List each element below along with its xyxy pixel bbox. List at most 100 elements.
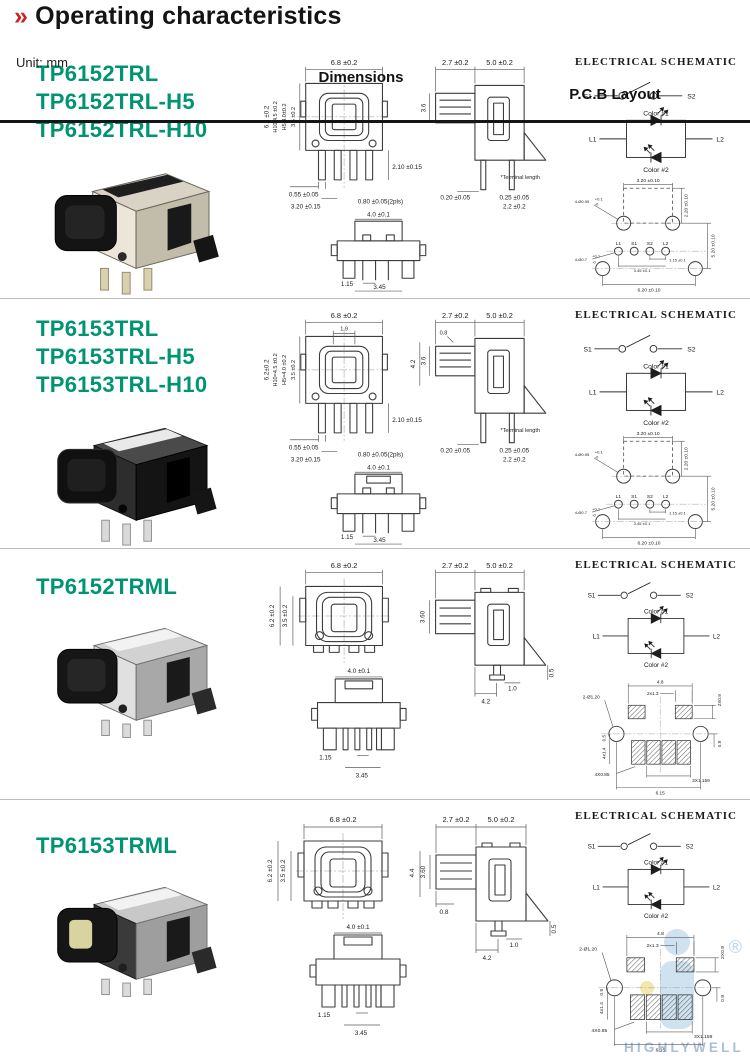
hole-label: 4-Ø0.95 (575, 452, 590, 457)
front-view: 6.8 ±0.2 6.2 ±0.2 3.5 ±0.2 (267, 815, 390, 919)
dim-label: 2x1.3 (647, 943, 659, 949)
dim-label: 6.20 ±0.10 (637, 540, 660, 546)
dim-label: 2.7 ±0.2 (442, 561, 469, 570)
section-tp6153trl: TP6153TRL TP6153TRL-H5 TP6153TRL-H10 (0, 301, 750, 548)
dim-label: 3.6 (421, 103, 428, 112)
dim-label: 1.15 (319, 755, 332, 762)
front-view: 6.8 ±0.2 1.9 6.2±0.2 H10=4.5 ±0.2 H5=4.0… (263, 311, 422, 464)
title-bullet-icon: » (14, 2, 29, 30)
label-color1: Color #1 (643, 110, 669, 117)
dim-label: 4x1.4 (602, 747, 607, 759)
model-name: TP6153TRL-H5 (36, 344, 195, 369)
dim-label: 0.55 ±0.05 (289, 445, 319, 452)
dim-label: 2X0.9 (717, 694, 722, 707)
page-title: »Operating characteristics (14, 2, 750, 31)
side-view: 2.7 ±0.2 5.0 ±0.2 3.6 *Terminal length 0… (421, 58, 547, 210)
label-color2: Color #2 (644, 662, 669, 669)
dim-label: 0.80 ±0.05(2pls) (358, 198, 403, 205)
dim-label: 2.2 ±0.2 (503, 456, 526, 463)
label-l1: L1 (593, 633, 601, 640)
front-view: 6.8 ±0.2 6.2 ±0.2 3.5 ±0.2 (269, 561, 391, 664)
model-list: TP6152TRL TP6152TRL-H5 TP6152TRL-H10 (36, 60, 207, 144)
pad-label: S1 (631, 241, 637, 247)
electrical-schematic: S1 S2 Color #1 L1 L2 Color #2 (584, 334, 724, 427)
dim-label: 4.0 ±0.1 (367, 211, 390, 218)
dim-label: 2.20 ±0.10 (683, 447, 689, 470)
label-color1: Color #1 (643, 363, 669, 370)
pcb-layout-smd: 4.8 2x1.3 2X0.9 2-Ø1.20 0.5 4x1.4 4X0.85… (579, 931, 726, 1054)
dim-label: 3.45 (356, 772, 369, 779)
dim-label: 6.8 ±0.2 (329, 815, 356, 824)
product-photo (57, 627, 217, 738)
note-terminal-length: *Terminal length (501, 428, 540, 434)
dim-label: 3.60 (420, 610, 427, 623)
dim-label: 4.8 (657, 679, 664, 684)
watermark-logo-dot (640, 981, 654, 995)
dim-label: 0.5 (602, 734, 607, 741)
dim-label: 3.45 (355, 1030, 368, 1037)
label-s2: S2 (686, 844, 694, 851)
dim-label: 4X0.85 (595, 772, 610, 777)
front-view: 6.8 ±0.2 6.2 ±0.2 H10:4.5 ±0.2 H5:4.0±0.… (263, 58, 422, 211)
dim-label: 3.45 ±0.1 (634, 521, 651, 526)
dim-label: 4X0.85 (592, 1028, 608, 1034)
dim-label: 5.0 ±0.2 (486, 311, 513, 320)
dim-label: 1.15 ±0.1 (669, 511, 686, 516)
model-name: TP6152TRML (36, 574, 178, 599)
label-l2: L2 (713, 884, 721, 891)
bottom-view: 4.0 ±0.1 1.15 3.45 (330, 211, 427, 292)
bottom-view: 4.0 ±0.1 1.15 3.45 (311, 668, 407, 779)
dim-label: 1.15 (318, 1012, 331, 1019)
section-separator (0, 298, 750, 299)
watermark-text: HIGHLYWELL (623, 1040, 744, 1055)
label-s2: S2 (687, 346, 696, 353)
tolerance: -0 (595, 202, 599, 207)
label-color2: Color #2 (644, 913, 669, 920)
registered-mark: ® (728, 937, 742, 957)
dim-label: 2.10 ±0.15 (392, 164, 422, 171)
pad-label: S1 (631, 494, 637, 500)
dimension-drawing: 6.8 ±0.2 1.9 6.2±0.2 H10=4.5 ±0.2 H5=4.0… (263, 311, 547, 545)
label-l2: L2 (713, 633, 721, 640)
dim-label: 1.15 (341, 534, 354, 541)
dim-label: 1.9 (340, 327, 348, 333)
label-color2: Color #2 (643, 420, 669, 427)
label-s2: S2 (686, 593, 694, 600)
dim-label: 2.10 ±0.15 (392, 417, 422, 424)
section-tp6152trl: TP6152TRL TP6152TRL-H5 TP6152TRL-H10 (0, 48, 750, 297)
model-list: TP6153TRML (36, 832, 177, 860)
label-s1: S1 (584, 346, 593, 353)
electrical-schematic: S1 S2 Color #1 L1 L2 Color #2 (584, 81, 724, 174)
dim-label: 3.20 ±0.15 (291, 456, 321, 463)
label-s1: S1 (588, 844, 596, 851)
hole-label: 4-Ø0.7 (575, 257, 588, 262)
dimension-drawing: 6.8 ±0.2 6.2 ±0.2 3.5 ±0.2 4.0 ±0.1 1 (269, 561, 555, 780)
dim-label: 3.20 ±0.10 (637, 431, 660, 437)
dim-label: 1.0 (510, 942, 519, 949)
schematic-title: ELECTRICAL SCHEMATIC (575, 810, 737, 822)
dim-label: 1.15 (341, 281, 354, 288)
bottom-view: 4.0 ±0.1 1.15 3.45 (330, 464, 427, 545)
dim-label: 1.15 ±0.1 (669, 258, 686, 263)
dim-label: 2.7 ±0.2 (442, 815, 469, 824)
model-name: TP6152TRL (36, 61, 159, 86)
title-text: Operating characteristics (35, 2, 342, 30)
dim-label: 0.20 ±0.05 (440, 195, 470, 202)
dim-label: 0.25 ±0.05 (499, 448, 529, 455)
column-header-dimensions: Dimensions (318, 69, 404, 86)
dim-label: 2X0.9 (720, 946, 726, 959)
dim-label: 4x1.4 (599, 1002, 605, 1014)
dim-label: 0.80 ±0.05(2pls) (358, 451, 403, 458)
dim-label: 0.55 ±0.05 (289, 192, 319, 199)
tolerance: -0 (592, 259, 596, 264)
dim-label: 5.0 ±0.2 (486, 58, 513, 67)
dim-label: 0.25 ±0.05 (499, 195, 529, 202)
dim-label: 6.20 ±0.10 (637, 287, 660, 293)
model-name: TP6153TRL-H10 (36, 372, 208, 397)
section-separator (0, 799, 750, 800)
dim-label: 4.2 (410, 359, 417, 368)
dim-label: 6.15 (656, 790, 666, 795)
dim-label: 4.0 ±0.1 (346, 924, 369, 931)
dim-label: 3.60 (420, 865, 427, 878)
dim-label: 0.8 (440, 330, 448, 336)
